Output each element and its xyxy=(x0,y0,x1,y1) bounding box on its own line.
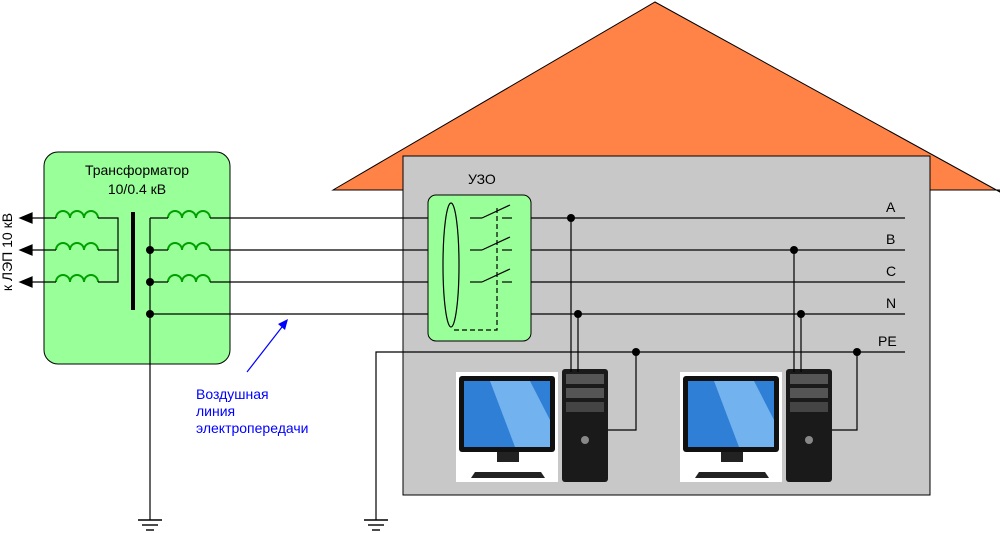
overhead-line-label-3: электропередачи xyxy=(196,420,308,436)
bus-label-b: B xyxy=(886,231,895,247)
transformer-rating: 10/0.4 кВ xyxy=(108,181,166,197)
junction-dots xyxy=(567,214,861,356)
overhead-line-annotation: Воздушная линия электропередачи xyxy=(196,319,308,436)
rcd: УЗО xyxy=(427,171,532,342)
primary-winding-links xyxy=(98,217,119,283)
transformer: Трансформатор 10/0.4 кВ xyxy=(43,151,231,520)
overhead-line-arrowhead xyxy=(278,319,288,330)
rcd-trip-linkage xyxy=(451,208,498,331)
overhead-line-label-2: линия xyxy=(196,403,235,419)
primary-windings xyxy=(55,210,99,283)
star-junction-dots xyxy=(146,246,154,318)
bus-label-c: C xyxy=(886,263,896,279)
computer-wiring xyxy=(570,218,858,431)
rcd-label: УЗО xyxy=(468,171,496,187)
desktop-computer-icon xyxy=(456,369,608,482)
hv-line-label: к ЛЭП 10 кВ xyxy=(0,213,15,291)
ground-symbol-icon xyxy=(364,519,388,531)
bus-pe xyxy=(375,351,905,520)
bus-label-pe: PE xyxy=(878,333,897,349)
bus-label-n: N xyxy=(886,295,896,311)
hv-line-arrows xyxy=(18,212,56,288)
desktop-computer-icon xyxy=(680,369,832,482)
bus-label-a: A xyxy=(886,199,896,215)
transformer-box xyxy=(43,151,231,365)
rcd-switch-contacts xyxy=(470,204,512,290)
secondary-windings xyxy=(167,210,211,283)
rcd-current-sensor xyxy=(442,202,460,328)
overhead-line-label-1: Воздушная xyxy=(196,386,269,402)
bus-labels: A B C N PE xyxy=(878,199,897,349)
ground-symbol-icon xyxy=(138,519,162,531)
overhead-line-arrow xyxy=(246,326,283,373)
transformer-title: Трансформатор xyxy=(85,162,189,178)
rcd-box xyxy=(427,194,532,342)
